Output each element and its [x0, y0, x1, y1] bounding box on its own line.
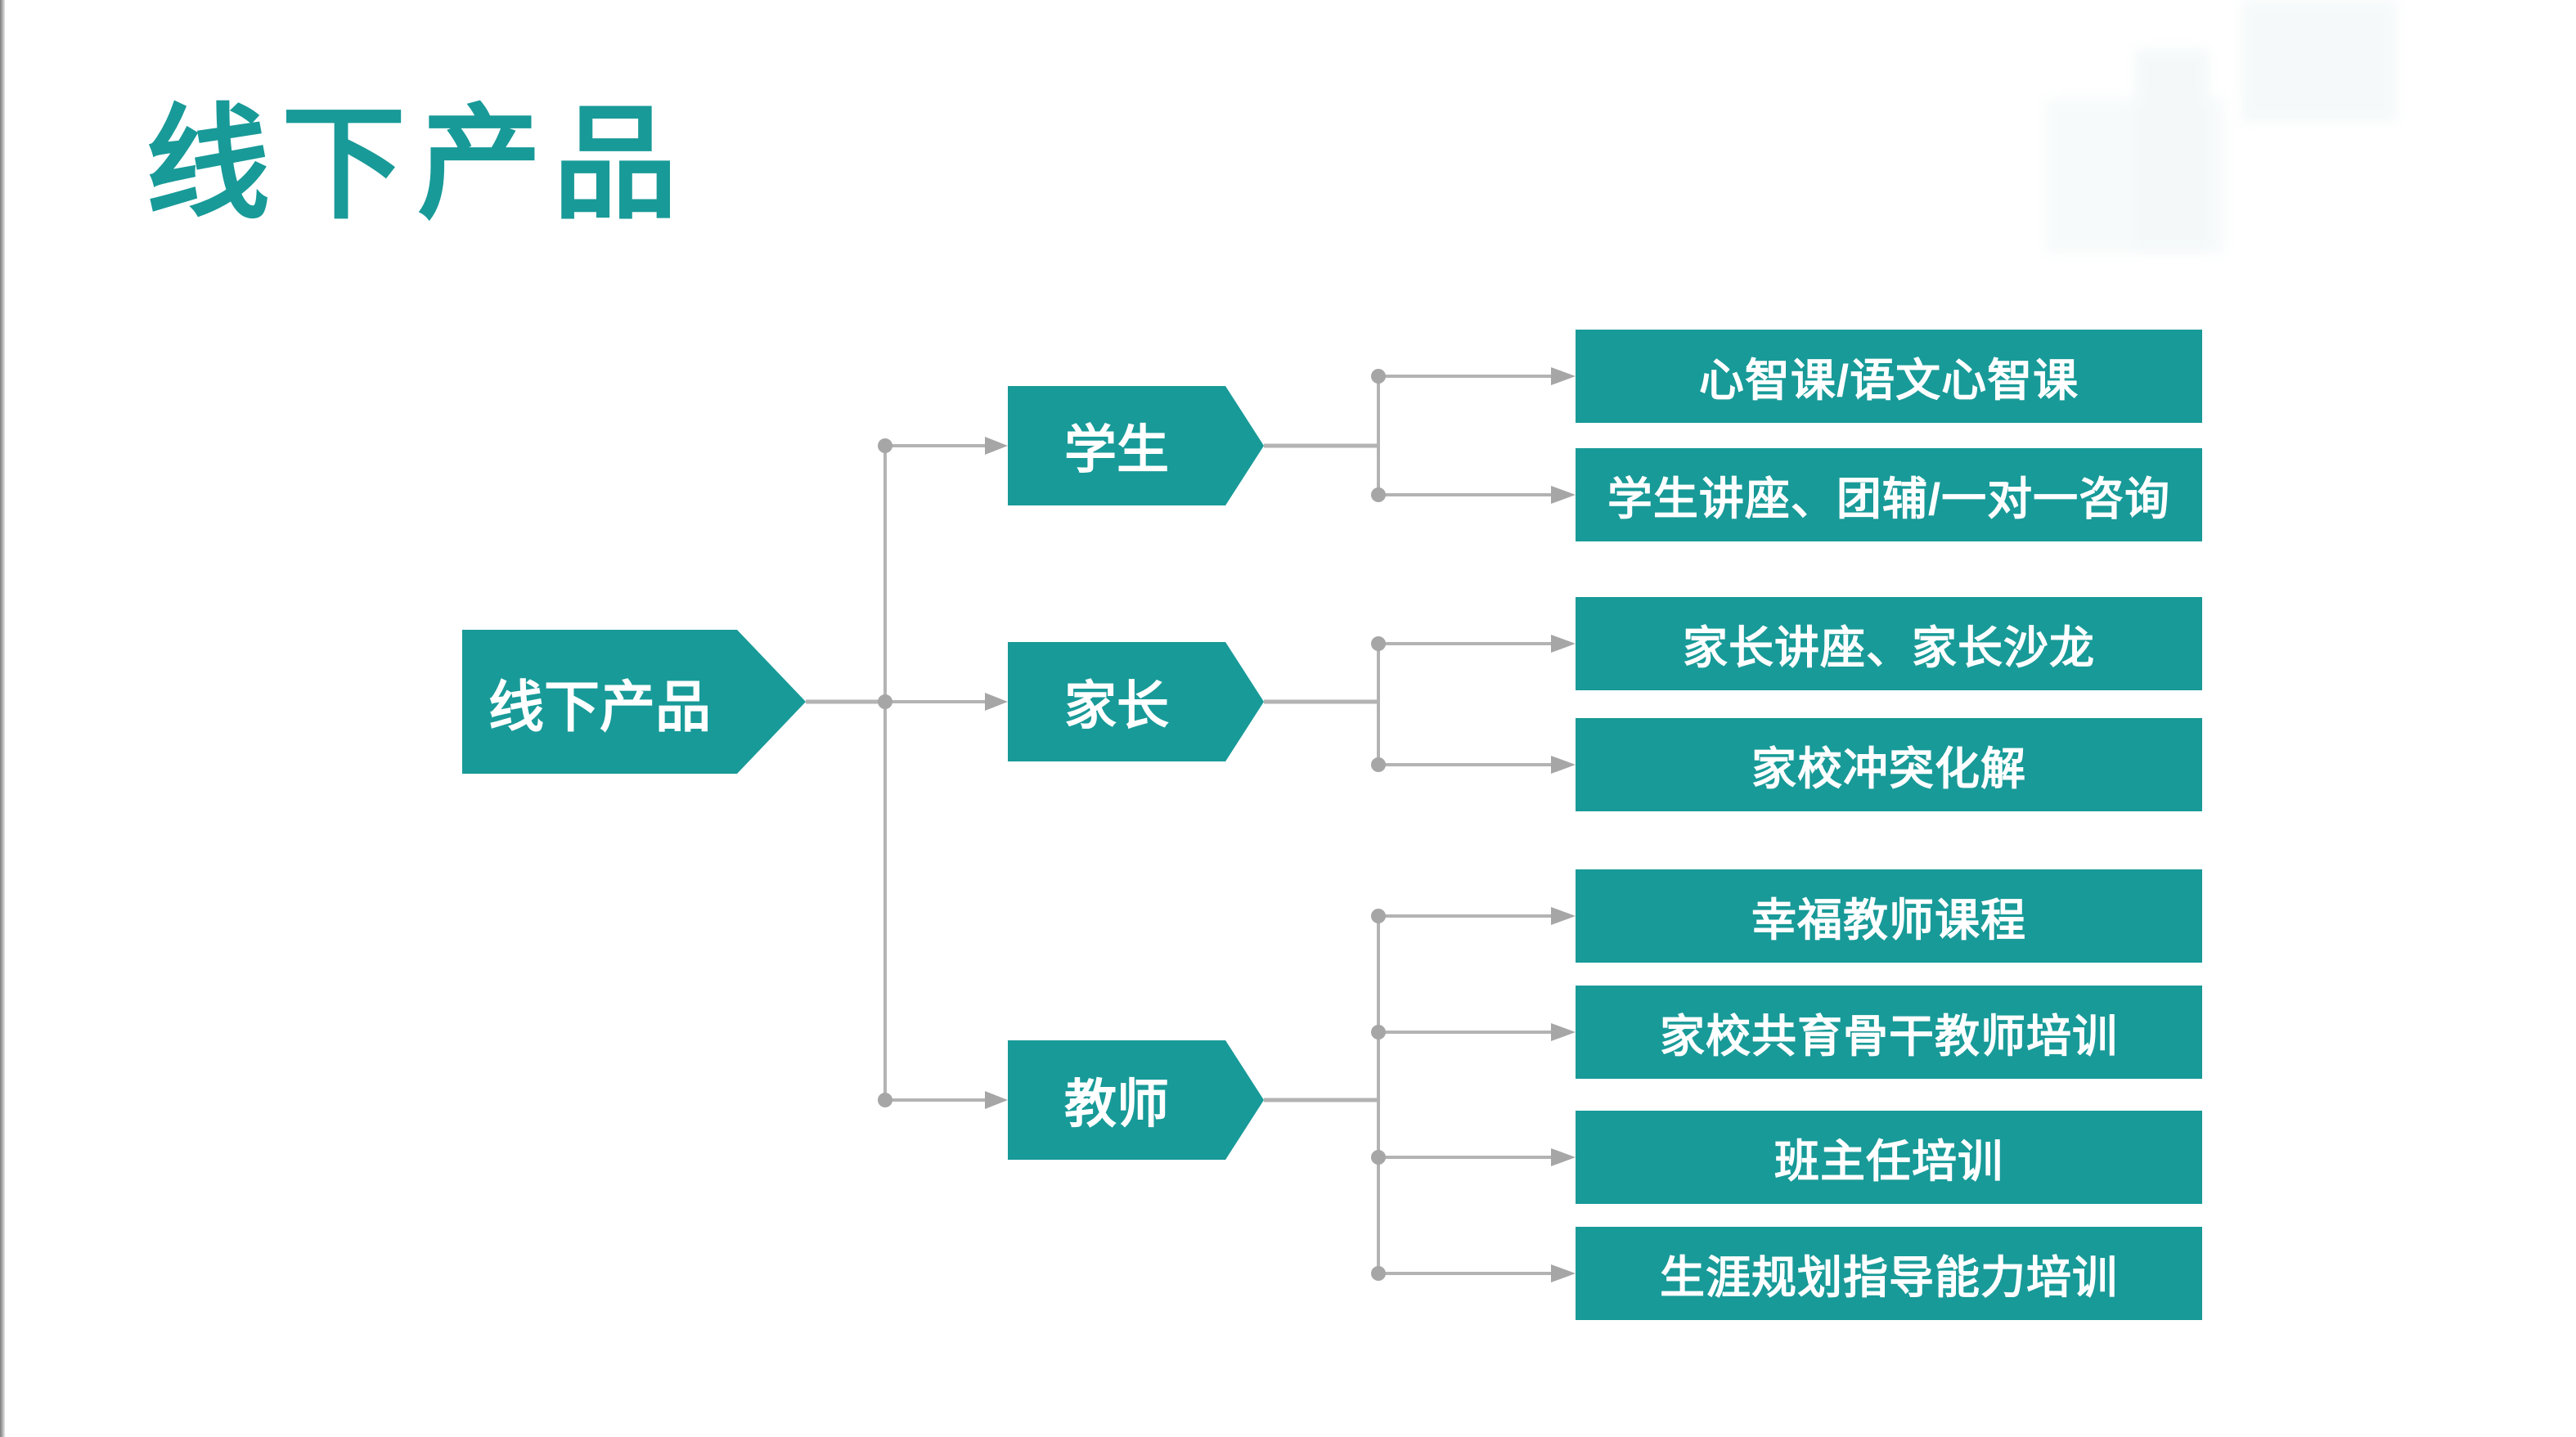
arrowhead [1551, 635, 1576, 653]
node-root: 线下产品 [462, 630, 806, 774]
junction-dot [1371, 1150, 1386, 1165]
arrowhead [1551, 756, 1576, 774]
junction-dot [878, 438, 892, 453]
node-branch-students: 学生 [1008, 386, 1264, 505]
junction-dot [1371, 1266, 1386, 1281]
arrowhead [985, 437, 1008, 455]
arrowhead [1551, 486, 1576, 504]
leaf-students-2: 学生讲座、团辅/一对一咨询 [1576, 448, 2202, 541]
junction-dot [1371, 1025, 1386, 1040]
arrowhead [1551, 1264, 1576, 1282]
node-branch-teachers: 教师 [1008, 1040, 1264, 1160]
arrowhead [1551, 1148, 1576, 1166]
arrowhead [1551, 367, 1576, 385]
junction-dot [1371, 487, 1386, 502]
leaf-teachers-1: 幸福教师课程 [1576, 869, 2202, 963]
leaf-students-1: 心智课/语文心智课 [1576, 330, 2202, 423]
junction-dot [878, 694, 892, 709]
junction-dot [1371, 369, 1386, 384]
node-branch-parents: 家长 [1008, 642, 1264, 761]
junction-dot [1371, 757, 1386, 772]
leaf-teachers-3: 班主任培训 [1576, 1111, 2202, 1204]
junction-dot [1371, 909, 1386, 923]
leaf-parents-1: 家长讲座、家长沙龙 [1576, 597, 2202, 690]
arrowhead [1551, 1023, 1576, 1041]
leaf-teachers-4: 生涯规划指导能力培训 [1576, 1227, 2202, 1320]
page-title: 线下产品 [146, 95, 689, 234]
arrowhead [1551, 907, 1576, 925]
arrowhead [985, 693, 1008, 711]
page-edge-line [0, 0, 5, 1437]
junction-dot [878, 1093, 892, 1107]
arrowhead [985, 1091, 1008, 1109]
leaf-parents-2: 家校冲突化解 [1576, 718, 2202, 811]
junction-dot [1371, 636, 1386, 651]
leaf-teachers-2: 家校共育骨干教师培训 [1576, 986, 2202, 1079]
